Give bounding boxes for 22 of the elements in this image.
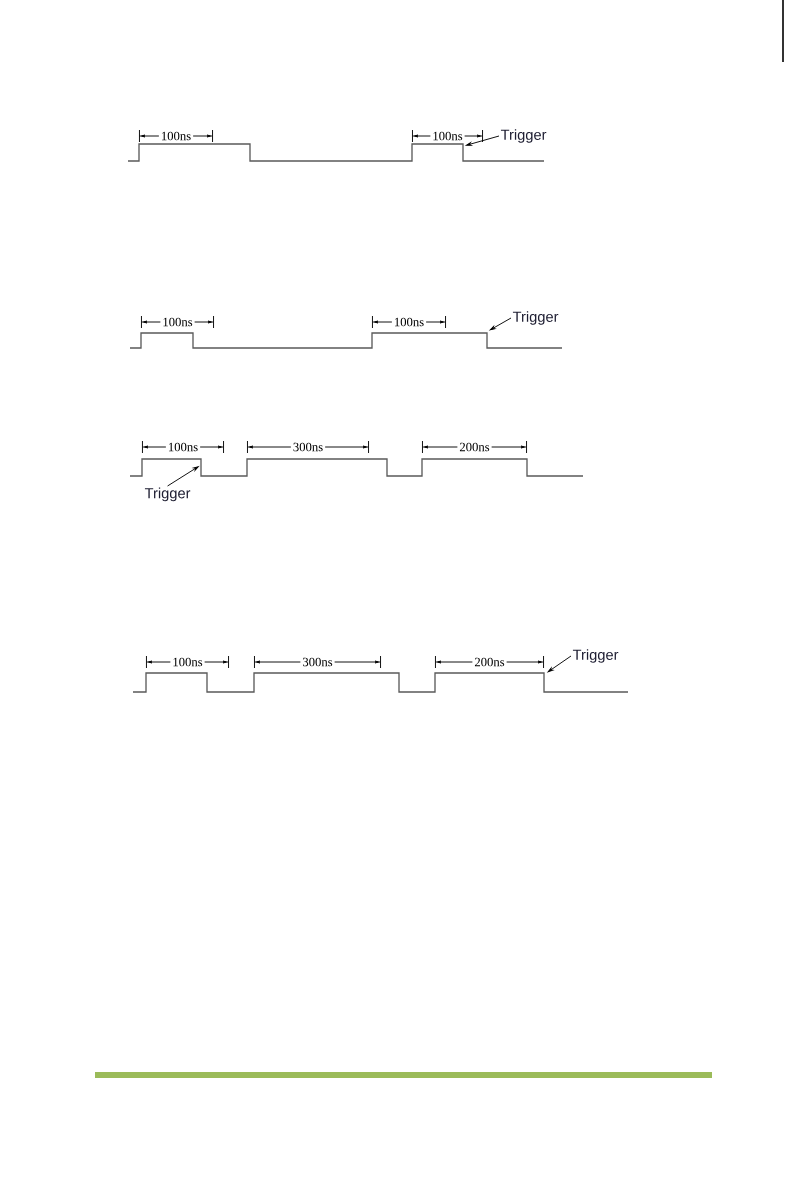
trigger-label: Trigger [500, 129, 547, 143]
pulse-waveform [127, 143, 545, 162]
dimension-label: 200ns [457, 440, 492, 454]
pulse-waveform [132, 672, 629, 693]
dimension-label: 300ns [290, 440, 326, 454]
dimension-label: 100ns [170, 655, 205, 669]
dimension-label: 100ns [430, 129, 465, 143]
leader-line [489, 317, 512, 331]
leader-line [547, 655, 572, 673]
dimension-label: 300ns [300, 655, 335, 669]
dimension-label: 200ns [472, 655, 507, 669]
trigger-label: Trigger [572, 649, 619, 663]
dimension-label: 100ns [160, 315, 195, 329]
dimension-label: 100ns [391, 315, 427, 329]
trigger-label: Trigger [144, 487, 191, 502]
dimension-label: 100ns [158, 129, 194, 143]
pulse-waveform [129, 458, 584, 477]
pulse-waveform [129, 332, 563, 349]
dimension-label: 100ns [165, 440, 201, 454]
leader-line [465, 135, 500, 146]
trigger-label: Trigger [512, 311, 559, 325]
leader-line [167, 466, 199, 487]
